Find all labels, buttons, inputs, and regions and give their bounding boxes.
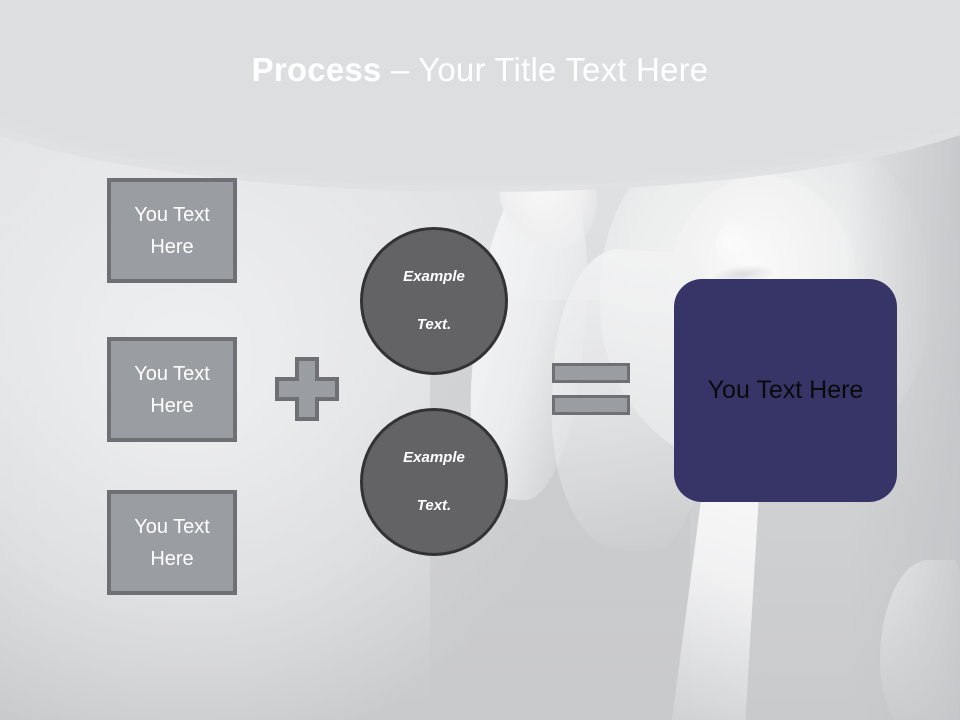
page-title-strong: Process	[251, 51, 382, 88]
example-circle-2-line1: Example	[403, 449, 465, 466]
example-circle-1-line1: Example	[403, 268, 465, 285]
input-box-1-label: You Text Here	[134, 203, 210, 258]
input-box-1[interactable]: You Text Here	[107, 178, 237, 283]
input-box-3[interactable]: You Text Here	[107, 490, 237, 595]
equals-bar-bottom	[552, 395, 630, 415]
page-title: Process – Your Title Text Here	[0, 50, 960, 90]
example-circle-1-line2: Text.	[416, 316, 452, 333]
input-box-2-label: You Text Here	[134, 362, 210, 417]
background-nose	[716, 222, 756, 266]
equals-icon	[552, 363, 630, 415]
input-box-2[interactable]: You Text Here	[107, 337, 237, 442]
result-box-label: You Text Here	[707, 376, 864, 404]
result-box[interactable]: You Text Here	[674, 279, 897, 502]
page-title-light: – Your Title Text Here	[381, 51, 709, 88]
example-circle-2-line2: Text.	[416, 497, 452, 514]
equals-bar-top	[552, 363, 630, 383]
plus-icon	[275, 357, 339, 421]
input-box-3-label: You Text Here	[134, 515, 210, 570]
